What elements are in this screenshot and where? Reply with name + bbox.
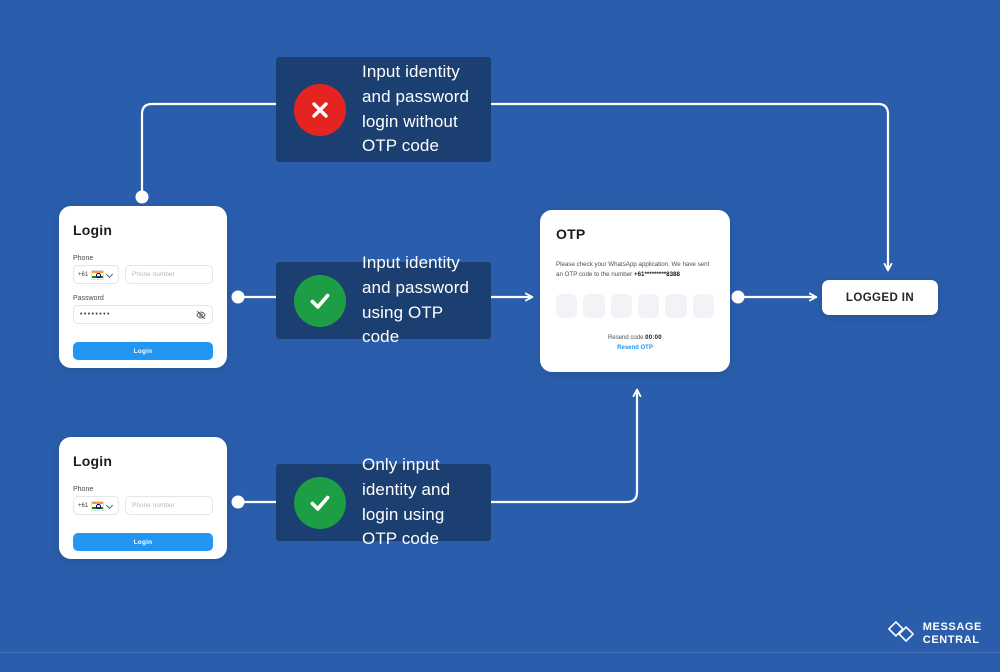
login-button-top[interactable]: Login bbox=[73, 342, 213, 360]
eye-off-icon[interactable] bbox=[196, 310, 206, 320]
wire-failure-loop-left bbox=[140, 102, 278, 193]
otp-input-2[interactable] bbox=[583, 294, 605, 319]
footer-divider bbox=[0, 652, 1000, 653]
phone-input-bottom[interactable]: Phone number bbox=[125, 496, 213, 515]
otp-card: OTP Please check your WhatsApp applicati… bbox=[540, 210, 730, 372]
check-icon bbox=[294, 274, 346, 327]
otp-input-group bbox=[556, 294, 714, 319]
wire-dot-failure-origin bbox=[135, 190, 149, 204]
cross-icon bbox=[294, 83, 346, 136]
resend-timer-row: Resend code 00:00 bbox=[556, 335, 714, 341]
login-title-bottom: Login bbox=[73, 453, 113, 469]
brand-line-2: CENTRAL bbox=[922, 634, 980, 646]
phone-label-top: Phone bbox=[73, 255, 94, 262]
logged-in-label: LOGGED IN bbox=[845, 291, 915, 304]
resend-timer-value: 00:00 bbox=[645, 335, 662, 342]
brand-name: MESSAGE CENTRAL bbox=[923, 621, 982, 646]
india-flag-icon bbox=[91, 269, 105, 280]
password-value-top: •••••••• bbox=[80, 311, 111, 318]
otp-description-number: +61*********8388 bbox=[633, 271, 680, 279]
india-flag-icon bbox=[91, 500, 105, 511]
password-label-top: Password bbox=[73, 295, 104, 302]
otp-input-4[interactable] bbox=[637, 294, 660, 319]
otp-input-3[interactable] bbox=[610, 294, 632, 319]
brand-line-1: MESSAGE bbox=[922, 621, 982, 634]
login-card-bottom: Login Phone +61 Phone number Login bbox=[59, 437, 227, 559]
phone-input-top[interactable]: Phone number bbox=[125, 265, 213, 284]
login-title-top: Login bbox=[73, 222, 113, 238]
step-no-otp[interactable]: Input identity and password login withou… bbox=[276, 57, 491, 162]
logged-in-status: LOGGED IN bbox=[822, 280, 938, 315]
otp-input-5[interactable] bbox=[665, 294, 687, 319]
country-code-select-bottom[interactable]: +61 bbox=[73, 496, 119, 515]
phone-input-bottom-placeholder: Phone number bbox=[132, 502, 175, 509]
login-button-bottom[interactable]: Login bbox=[73, 533, 213, 551]
wire-dot-otp-out bbox=[731, 290, 745, 304]
wire-dot-login-top bbox=[231, 290, 245, 304]
otp-input-6[interactable] bbox=[692, 294, 714, 319]
otp-title: OTP bbox=[556, 226, 586, 242]
phone-input-top-placeholder: Phone number bbox=[132, 271, 175, 278]
password-input-top[interactable]: •••••••• bbox=[73, 305, 213, 324]
wire-dot-login-bottom bbox=[231, 495, 245, 509]
step-no-otp-label: Input identity and password login withou… bbox=[362, 62, 470, 156]
wire-step3-to-otp bbox=[489, 388, 642, 504]
brand-logo: MESSAGE CENTRAL bbox=[887, 620, 982, 648]
resend-otp-link[interactable]: Resend OTP bbox=[617, 345, 653, 352]
country-code-select-top[interactable]: +61 bbox=[73, 265, 119, 284]
check-icon bbox=[294, 476, 346, 529]
otp-input-1[interactable] bbox=[556, 294, 578, 319]
step-password-otp[interactable]: Input identity and password using OTP co… bbox=[276, 253, 491, 346]
country-code-value-bottom: +61 bbox=[78, 502, 89, 509]
step-identity-otp[interactable]: Only input identity and login using OTP … bbox=[276, 455, 491, 548]
phone-label-bottom: Phone bbox=[73, 486, 94, 493]
wire-failure-to-result bbox=[489, 102, 893, 272]
resend-code-label: Resend code bbox=[608, 335, 644, 342]
otp-description: Please check your WhatsApp application. … bbox=[556, 260, 714, 280]
login-card-top: Login Phone +61 Phone number Password •• bbox=[59, 206, 227, 368]
step-identity-otp-label: Only input identity and login using OTP … bbox=[362, 455, 451, 549]
country-code-value-top: +61 bbox=[78, 271, 89, 278]
chevron-down-icon bbox=[107, 271, 114, 278]
step-password-otp-label: Input identity and password using OTP co… bbox=[362, 253, 470, 347]
otp-description-text: Please check your WhatsApp application. … bbox=[556, 261, 710, 279]
message-central-logo-icon bbox=[887, 620, 915, 648]
chevron-down-icon bbox=[107, 502, 114, 509]
